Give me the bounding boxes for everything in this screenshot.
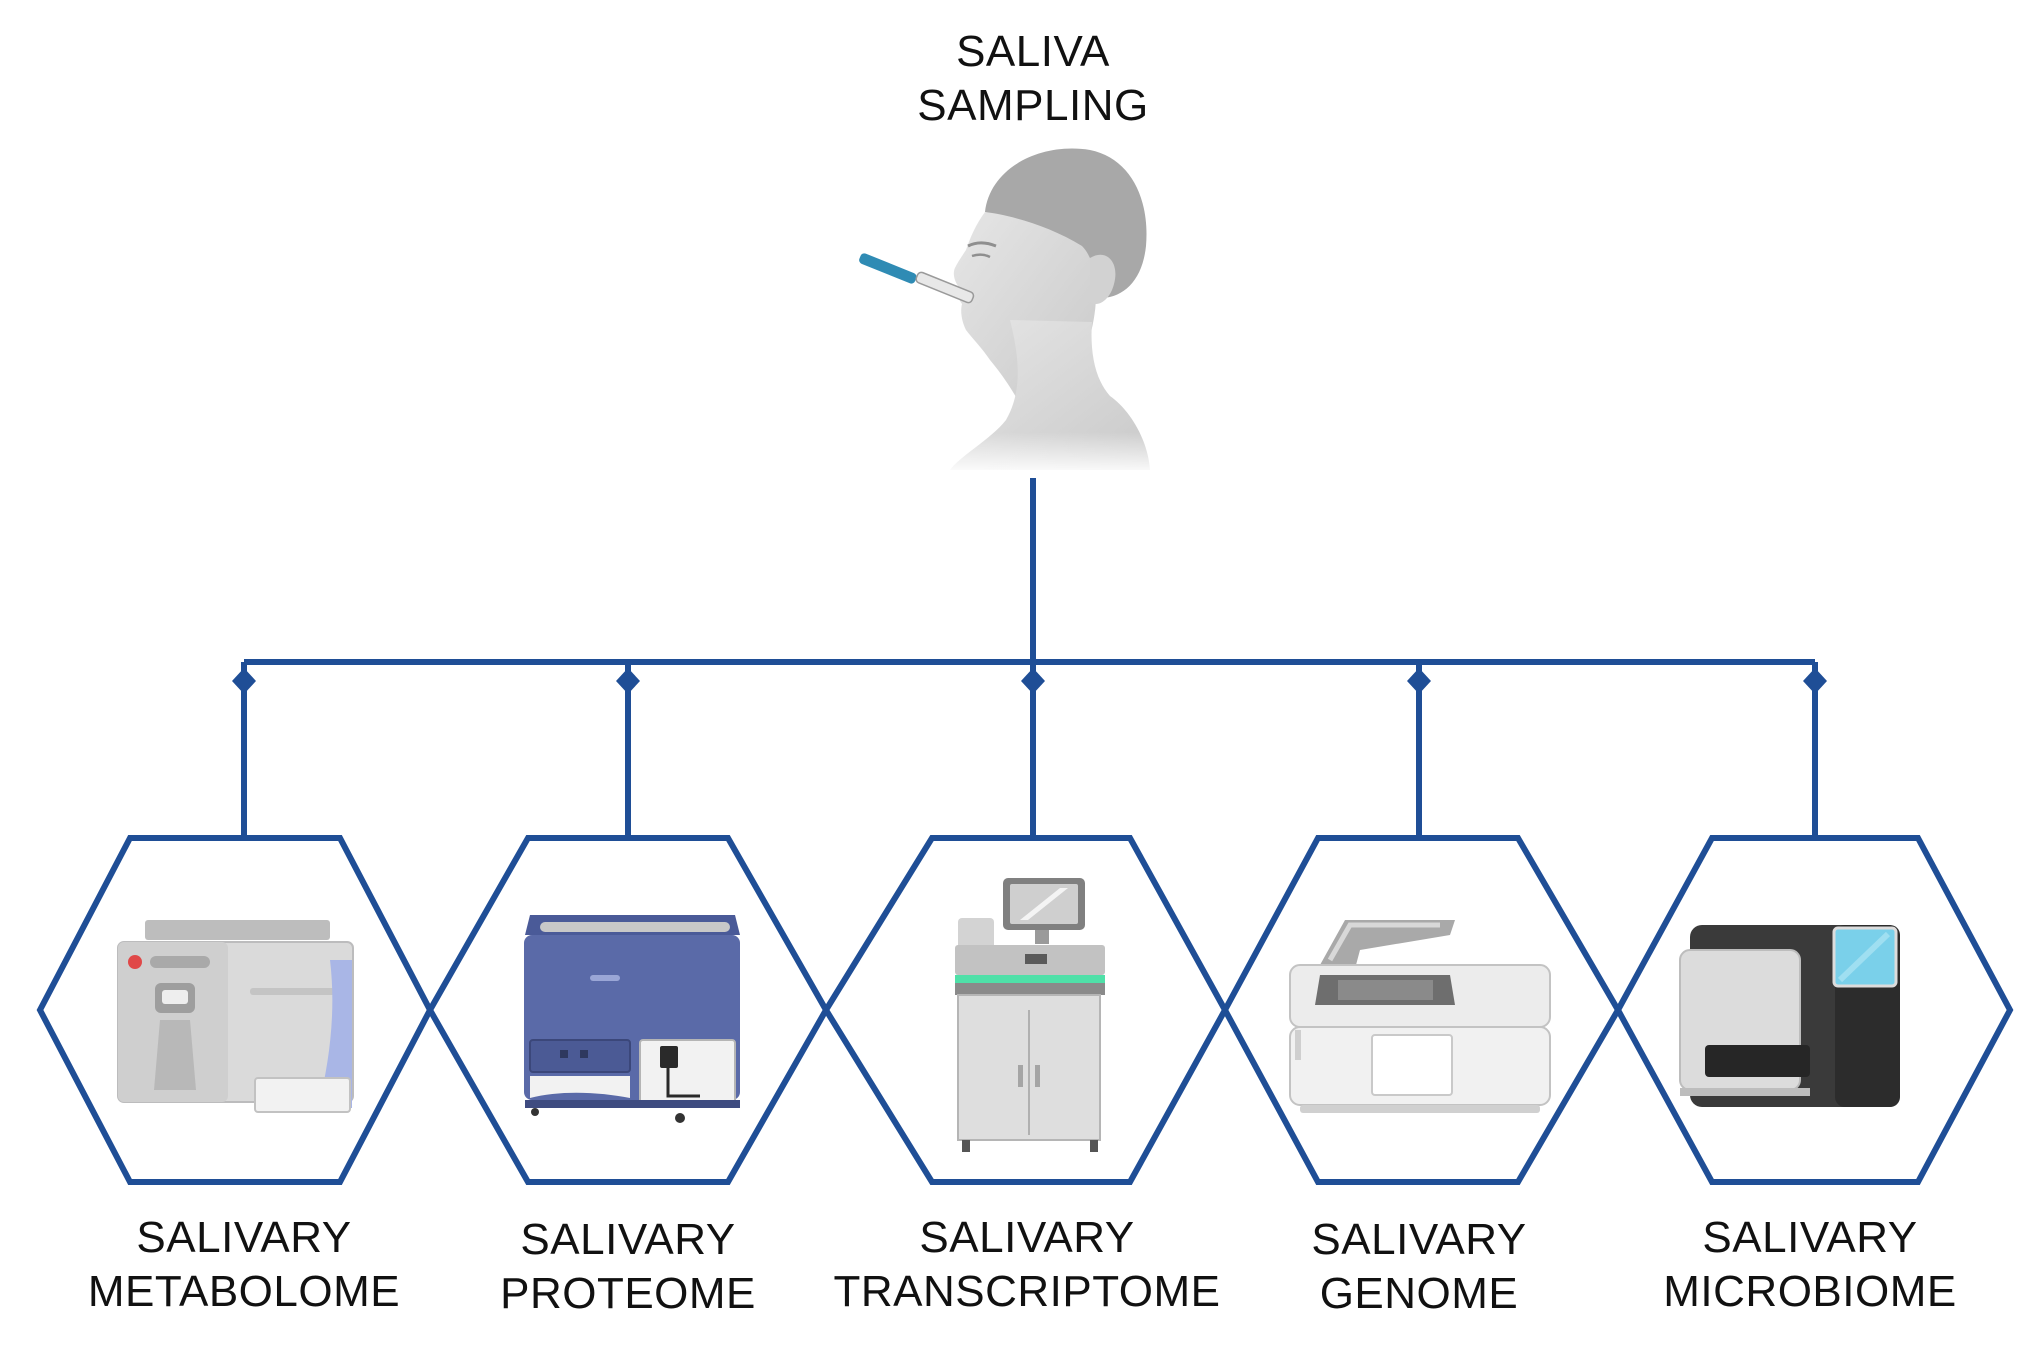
- branch-label-line2: GENOME: [1319, 1269, 1519, 1318]
- branch-label-metabolome: SALIVARY METABOLOME: [44, 1211, 444, 1319]
- branch-label-line1: SALIVARY: [136, 1213, 352, 1262]
- diamond-marker: [1407, 668, 1431, 694]
- top-label-line1: SALIVA: [956, 27, 1110, 76]
- branch-label-microbiome: SALIVARY MICROBIOME: [1595, 1211, 2025, 1319]
- connector-tree: [232, 478, 1827, 835]
- branch-label-transcriptome: SALIVARY TRANSCRIPTOME: [807, 1211, 1247, 1319]
- branch-label-line2: METABOLOME: [87, 1267, 401, 1316]
- hexagon-row: [36, 835, 2014, 1185]
- hexagon-frame: [1614, 835, 2014, 1185]
- pcr-thermocycler-icon: [1289, 920, 1551, 1113]
- benchtop-sequencer-icon: [1679, 925, 1900, 1107]
- diamond-marker: [616, 668, 640, 694]
- diamond-marker: [1803, 668, 1827, 694]
- protein-analyzer-icon: [524, 915, 740, 1123]
- branch-label-line1: SALIVARY: [919, 1213, 1135, 1262]
- top-label-line2: SAMPLING: [917, 81, 1149, 130]
- branch-label-line2: MICROBIOME: [1663, 1267, 1957, 1316]
- saliva-sampling-label: SALIVA SAMPLING: [883, 25, 1183, 133]
- diamond-marker: [232, 668, 256, 694]
- mass-spectrometer-icon: [117, 920, 354, 1113]
- branch-label-line1: SALIVARY: [1311, 1215, 1527, 1264]
- branch-label-line1: SALIVARY: [1702, 1213, 1918, 1262]
- branch-label-line2: PROTEOME: [500, 1269, 756, 1318]
- branch-label-genome: SALIVARY GENOME: [1219, 1213, 1619, 1321]
- diamond-marker: [1021, 668, 1045, 694]
- person-with-saliva-swab-icon: [859, 148, 1170, 475]
- branch-label-line2: TRANSCRIPTOME: [833, 1267, 1221, 1316]
- branch-label-proteome: SALIVARY PROTEOME: [428, 1213, 828, 1321]
- sequencer-icon: [955, 878, 1105, 1152]
- branch-label-line1: SALIVARY: [520, 1215, 736, 1264]
